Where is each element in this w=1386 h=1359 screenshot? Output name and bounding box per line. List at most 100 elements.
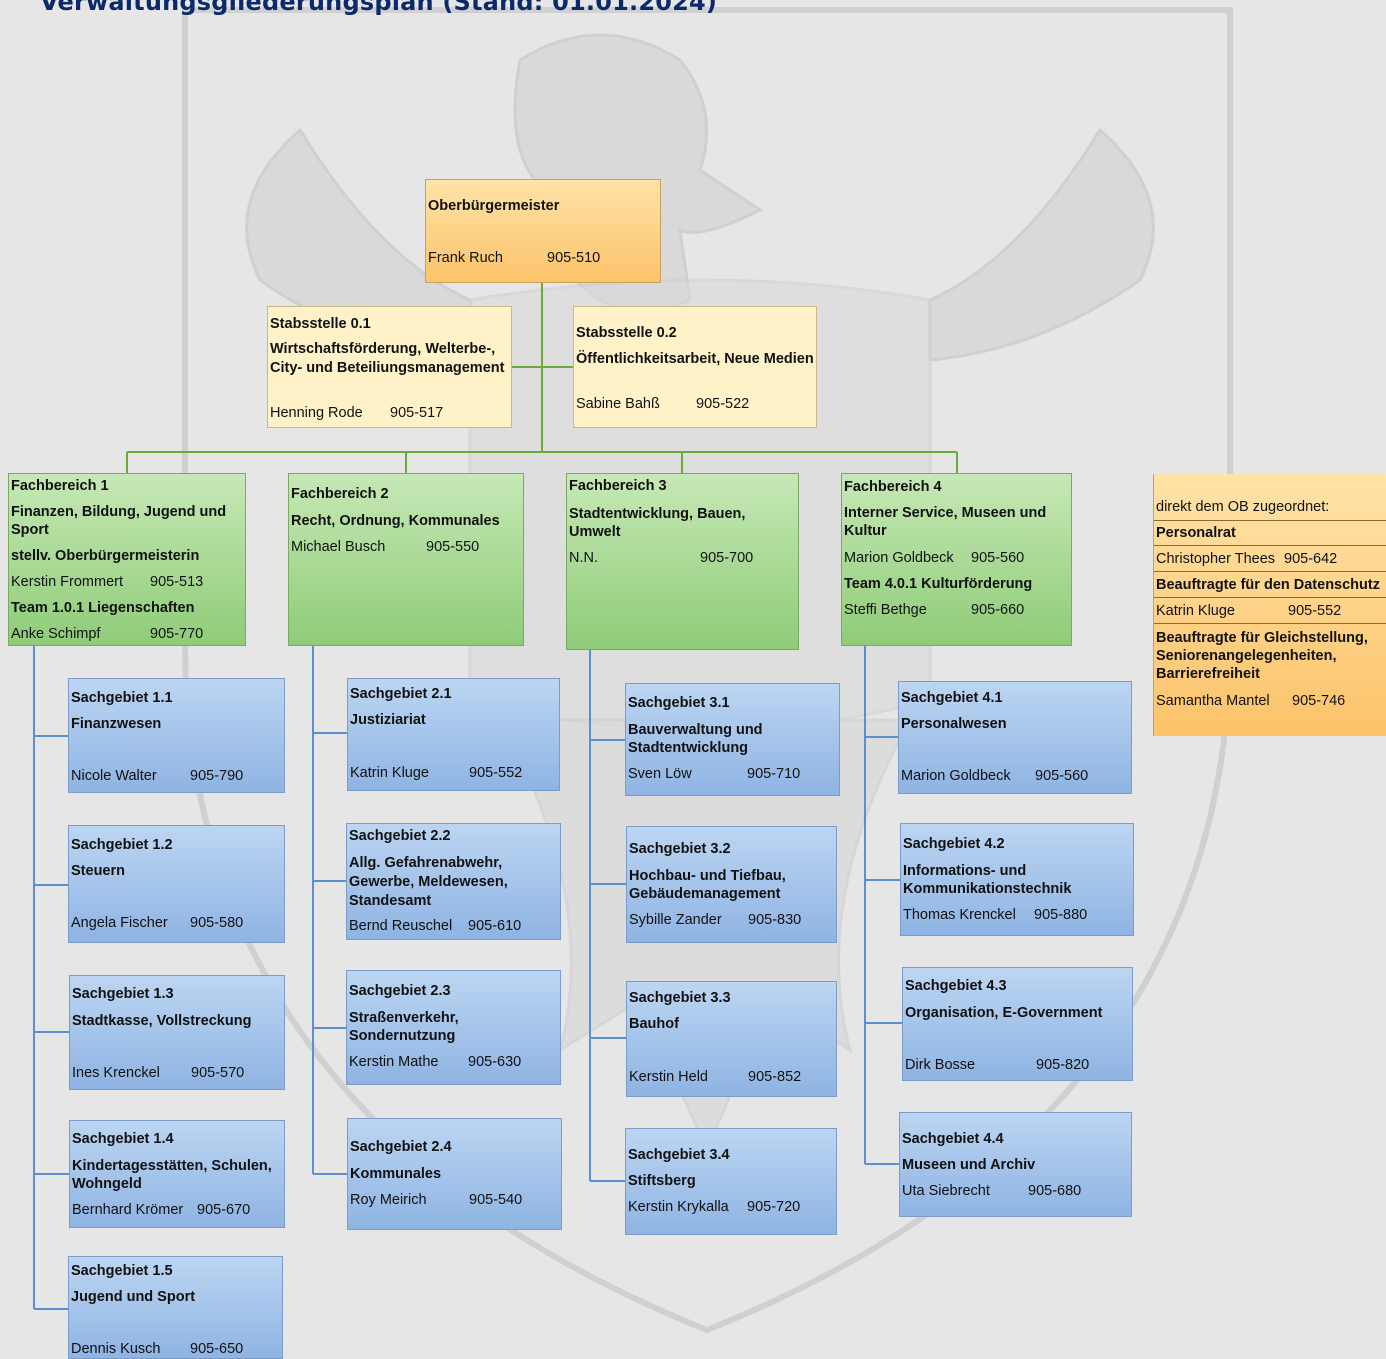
sg-phone: 905-852 — [748, 1069, 802, 1085]
stabsstelle-0-2-box: Stabsstelle 0.2 Öffentlichkeitsarbeit, N… — [573, 306, 817, 428]
page-title: Verwaltungsgliederungsplan (Stand: 01.01… — [40, 0, 718, 16]
sg-person: Bernd Reuschel — [349, 918, 453, 934]
sachgebiet-3-4-box: Sachgebiet 3.4 Stiftsberg Kerstin Krykal… — [625, 1128, 837, 1235]
fb1-team: Team 1.0.1 Liegenschaften — [11, 600, 195, 616]
fb2-phone: 905-550 — [426, 539, 480, 555]
sg-heading: Sachgebiet 4.1 — [901, 690, 1003, 706]
fachbereich-3-box: Fachbereich 3 Stadtentwicklung, Bauen, U… — [566, 473, 799, 650]
sg-person: Roy Meirich — [350, 1192, 427, 1208]
sachgebiet-4-2-box: Sachgebiet 4.2 Informations- und Kommuni… — [900, 823, 1134, 936]
fb4-name: Interner Service, Museen und Kultur — [844, 505, 1047, 539]
sg-heading: Sachgebiet 1.2 — [71, 837, 173, 853]
sg-name: Jugend und Sport — [71, 1289, 196, 1305]
fachbereich-2-box: Fachbereich 2 Recht, Ordnung, Kommunales… — [288, 473, 524, 646]
fb4-person: Marion Goldbeck — [844, 550, 954, 566]
side-intro: direkt dem OB zugeordnet: — [1156, 499, 1330, 515]
datenschutz-person: Katrin Kluge — [1156, 603, 1235, 619]
sg-heading: Sachgebiet 2.1 — [350, 686, 452, 702]
sg-phone: 905-670 — [197, 1202, 251, 1218]
sg-phone: 905-710 — [747, 766, 801, 782]
sachgebiet-4-1-box: Sachgebiet 4.1 Personalwesen Marion Gold… — [898, 681, 1132, 794]
sg-person: Uta Siebrecht — [902, 1183, 990, 1199]
sachgebiet-3-1-box: Sachgebiet 3.1 Bauverwaltung und Stadten… — [625, 683, 840, 796]
direct-to-ob-panel: direkt dem OB zugeordnet: Personalrat Ch… — [1153, 474, 1386, 736]
sg-person: Kerstin Held — [629, 1069, 708, 1085]
personalrat-heading: Personalrat — [1156, 525, 1236, 541]
sg-person: Angela Fischer — [71, 915, 168, 931]
fb1-name: Finanzen, Bildung, Jugend und Sport — [11, 504, 227, 538]
sg-name: Stiftsberg — [628, 1173, 696, 1189]
sg-name: Stadtkasse, Vollstreckung — [72, 1013, 252, 1029]
sg-heading: Sachgebiet 1.3 — [72, 986, 174, 1002]
stab1-person: Henning Rode — [270, 405, 363, 421]
ob-phone: 905-510 — [547, 250, 601, 266]
sg-person: Kerstin Krykalla — [628, 1199, 729, 1215]
fb4-team-person: Steffi Bethge — [844, 602, 927, 618]
sachgebiet-2-2-box: Sachgebiet 2.2 Allg. Gefahrenabwehr, Gew… — [346, 823, 561, 940]
fb4-phone: 905-560 — [971, 550, 1025, 566]
fb1-heading: Fachbereich 1 — [11, 478, 109, 494]
divider — [1154, 545, 1386, 546]
divider — [1154, 520, 1386, 521]
sg-heading: Sachgebiet 3.3 — [629, 990, 731, 1006]
sg-phone: 905-580 — [190, 915, 244, 931]
sg-phone: 905-650 — [190, 1341, 244, 1357]
sachgebiet-2-3-box: Sachgebiet 2.3 Straßenverkehr, Sondernut… — [346, 970, 561, 1085]
sg-phone: 905-552 — [469, 765, 523, 781]
sg-person: Kerstin Mathe — [349, 1054, 439, 1070]
fb4-heading: Fachbereich 4 — [844, 479, 942, 495]
fb1-team-person: Anke Schimpf — [11, 626, 101, 642]
sg-name: Finanzwesen — [71, 716, 162, 732]
fb3-name: Stadtentwicklung, Bauen, Umwelt — [569, 506, 746, 540]
ob-heading: Oberbürgermeister — [428, 198, 560, 214]
sg-heading: Sachgebiet 2.3 — [349, 983, 451, 999]
sg-person: Dennis Kusch — [71, 1341, 161, 1357]
sg-heading: Sachgebiet 1.4 — [72, 1131, 174, 1147]
sg-person: Sven Löw — [628, 766, 692, 782]
sachgebiet-1-4-box: Sachgebiet 1.4 Kindertagesstätten, Schul… — [69, 1120, 285, 1228]
sg-person: Katrin Kluge — [350, 765, 429, 781]
sg-person: Bernhard Krömer — [72, 1202, 184, 1218]
sg-name: Personalwesen — [901, 716, 1007, 732]
sg-heading: Sachgebiet 4.2 — [903, 836, 1005, 852]
sg-person: Dirk Bosse — [905, 1057, 976, 1073]
sachgebiet-1-1-box: Sachgebiet 1.1 Finanzwesen Nicole Walter… — [68, 678, 285, 793]
sg-heading: Sachgebiet 3.1 — [628, 695, 730, 711]
sg-phone: 905-720 — [747, 1199, 801, 1215]
stab1-phone: 905-517 — [390, 405, 444, 421]
sg-name: Straßenverkehr, Sondernutzung — [349, 1010, 459, 1044]
sg-heading: Sachgebiet 3.4 — [628, 1147, 730, 1163]
sg-person: Marion Goldbeck — [901, 768, 1011, 784]
fb2-name: Recht, Ordnung, Kommunales — [291, 513, 500, 529]
sg-person: Ines Krenckel — [72, 1065, 160, 1081]
gleichstellung-heading: Beauftragte für Gleichstellung, Senioren… — [1156, 630, 1368, 682]
sg-phone: 905-570 — [191, 1065, 245, 1081]
sg-name: Kommunales — [350, 1166, 442, 1182]
sg-name: Bauverwaltung und Stadtentwicklung — [628, 722, 763, 756]
fb4-team-phone: 905-660 — [971, 602, 1025, 618]
sg-name: Museen und Archiv — [902, 1157, 1036, 1173]
sg-phone: 905-790 — [190, 768, 244, 784]
gleichstellung-person: Samantha Mantel — [1156, 693, 1270, 709]
stabsstelle-0-1-box: Stabsstelle 0.1 Wirtschaftsförderung, We… — [267, 306, 512, 428]
personalrat-person: Christopher Thees — [1156, 551, 1276, 567]
sg-name: Bauhof — [629, 1016, 679, 1032]
datenschutz-phone: 905-552 — [1288, 603, 1342, 619]
sachgebiet-4-3-box: Sachgebiet 4.3 Organisation, E-Governmen… — [902, 967, 1133, 1081]
sg-heading: Sachgebiet 1.1 — [71, 690, 173, 706]
sg-person: Sybille Zander — [629, 912, 722, 928]
sg-phone: 905-540 — [469, 1192, 523, 1208]
fb2-heading: Fachbereich 2 — [291, 486, 389, 502]
sachgebiet-1-3-box: Sachgebiet 1.3 Stadtkasse, Vollstreckung… — [69, 975, 285, 1090]
sg-name: Steuern — [71, 863, 125, 879]
sg-name: Organisation, E-Government — [905, 1005, 1103, 1021]
fb4-team: Team 4.0.1 Kulturförderung — [844, 576, 1033, 592]
fb3-heading: Fachbereich 3 — [569, 478, 667, 494]
stab1-name: Wirtschaftsförderung, Welterbe-, City- u… — [270, 341, 505, 376]
gleichstellung-phone: 905-746 — [1292, 693, 1346, 709]
sachgebiet-3-2-box: Sachgebiet 3.2 Hochbau- und Tiefbau, Geb… — [626, 826, 837, 943]
fb1-deputy: stellv. Oberbürgermeisterin — [11, 548, 200, 564]
stab2-name: Öffentlichkeitsarbeit, Neue Medien — [576, 351, 814, 367]
